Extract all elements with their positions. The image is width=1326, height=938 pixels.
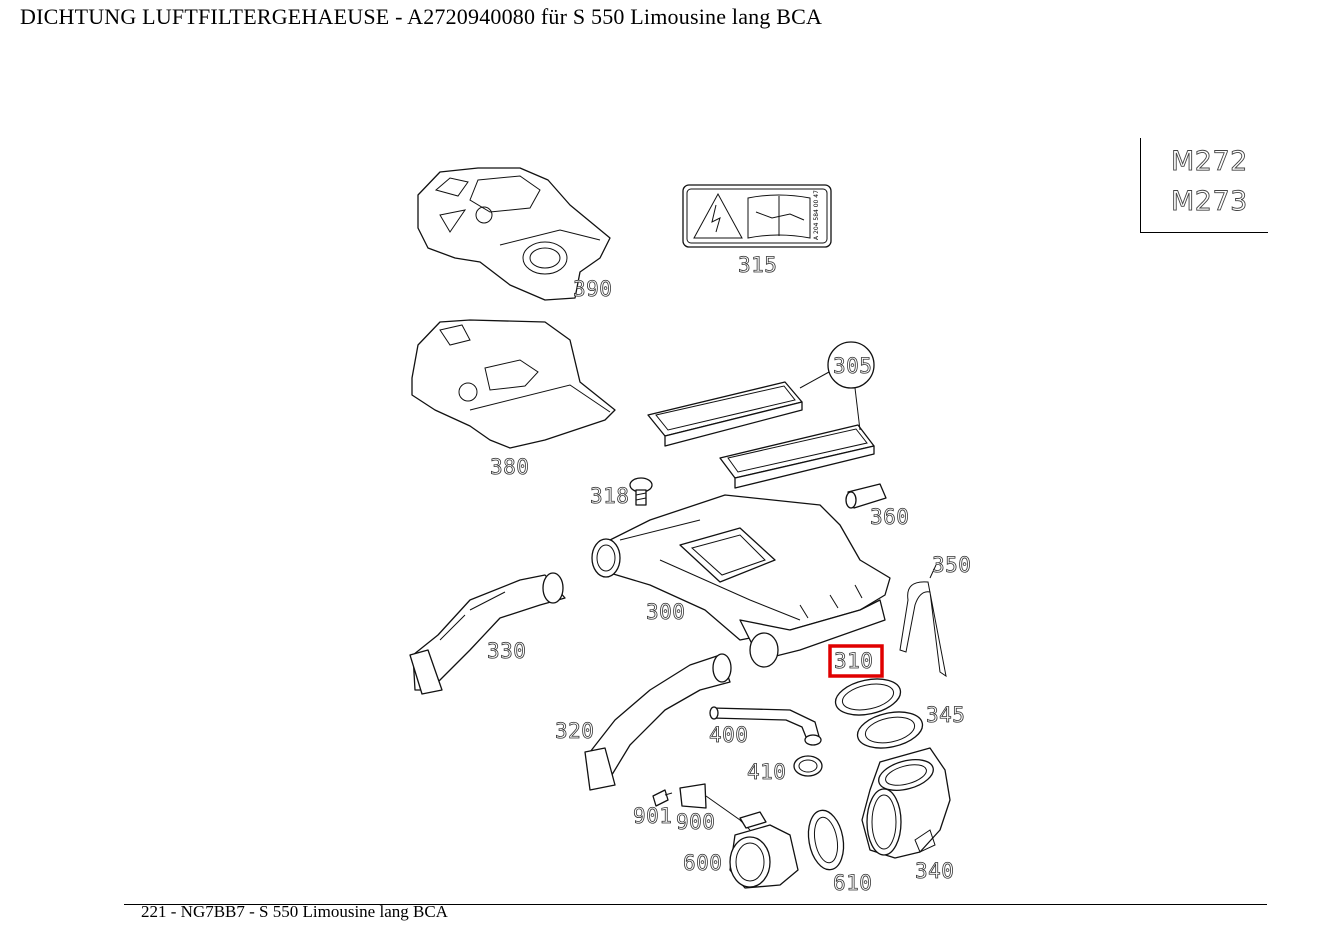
- callout-390[interactable]: 390: [573, 277, 613, 302]
- sleeve-ring-610[interactable]: [804, 808, 848, 873]
- warning-label-315[interactable]: A 204 584 00 47: [682, 184, 832, 248]
- callout-310[interactable]: 310: [834, 649, 874, 674]
- callout-340[interactable]: 340: [915, 859, 955, 884]
- callout-400[interactable]: 400: [709, 723, 749, 748]
- hose-400[interactable]: [709, 706, 822, 746]
- footer-divider: [124, 904, 1267, 905]
- intake-elbow-340[interactable]: [861, 747, 951, 859]
- callout-380[interactable]: 380: [490, 455, 530, 480]
- sleeve-360[interactable]: [845, 483, 887, 509]
- page-title: DICHTUNG LUFTFILTERGEHAEUSE - A272094008…: [20, 4, 823, 29]
- air-filter-305[interactable]: [647, 341, 875, 489]
- callout-610[interactable]: 610: [833, 871, 873, 896]
- connector-901[interactable]: [652, 789, 673, 807]
- callout-901[interactable]: 901: [633, 804, 673, 829]
- intake-duct-330[interactable]: [409, 572, 566, 695]
- callout-350[interactable]: 350: [932, 553, 972, 578]
- connector-900[interactable]: [679, 783, 751, 831]
- callout-318[interactable]: 318: [590, 484, 630, 509]
- callout-305[interactable]: 305: [833, 354, 873, 379]
- callout-315[interactable]: 315: [738, 253, 778, 278]
- intake-duct-320[interactable]: [584, 653, 732, 791]
- callout-600[interactable]: 600: [683, 851, 723, 876]
- engine-cover-390[interactable]: [417, 167, 611, 301]
- highlight-box-310: [828, 644, 884, 678]
- ring-345[interactable]: [854, 707, 926, 754]
- engine-cover-380[interactable]: [411, 319, 616, 449]
- footer-caption: 221 - NG7BB7 - S 550 Limousine lang BCA: [141, 902, 448, 921]
- gasket-310[interactable]: [832, 674, 904, 721]
- callout-320[interactable]: 320: [555, 719, 595, 744]
- svg-text:A 204 584 00 47: A 204 584 00 47: [813, 190, 820, 240]
- callout-360[interactable]: 360: [870, 505, 910, 530]
- air-filter-housing-300[interactable]: [591, 494, 891, 668]
- callout-300[interactable]: 300: [646, 600, 686, 625]
- screw-318[interactable]: [629, 477, 653, 506]
- callout-330[interactable]: 330: [487, 639, 527, 664]
- model-code-m272: M272: [1171, 146, 1248, 178]
- model-code-box: M272 M273: [1140, 138, 1268, 233]
- callout-410[interactable]: 410: [747, 760, 787, 785]
- clamp-410[interactable]: [793, 755, 823, 777]
- model-code-m273: M273: [1171, 186, 1248, 218]
- callout-900[interactable]: 900: [676, 810, 716, 835]
- air-mass-sensor-600[interactable]: [729, 811, 799, 889]
- seal-strip-350[interactable]: [899, 564, 947, 678]
- callout-345[interactable]: 345: [926, 703, 966, 728]
